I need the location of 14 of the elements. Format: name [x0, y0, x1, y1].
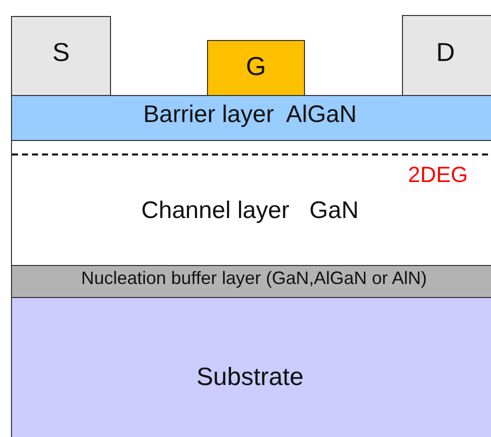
drain-contact: [402, 15, 491, 97]
layer-label: Substrate: [196, 365, 304, 390]
nucleation-buffer-layer: [11, 265, 491, 298]
layer-label: G: [246, 53, 266, 79]
layer-label: Channel layer GaN: [141, 199, 359, 223]
layer-label: Barrier layer AlGaN: [143, 103, 357, 127]
substrate-layer: [11, 297, 491, 437]
barrier-layer: [11, 95, 491, 141]
layer-label: S: [52, 39, 70, 65]
layer-label: D: [436, 39, 455, 65]
annotation-label: 2DEG: [408, 164, 468, 186]
source-contact: [11, 16, 111, 97]
layer-label: Nucleation buffer layer (GaN,AlGaN or AlN): [81, 269, 427, 287]
gate-contact: [207, 40, 305, 97]
